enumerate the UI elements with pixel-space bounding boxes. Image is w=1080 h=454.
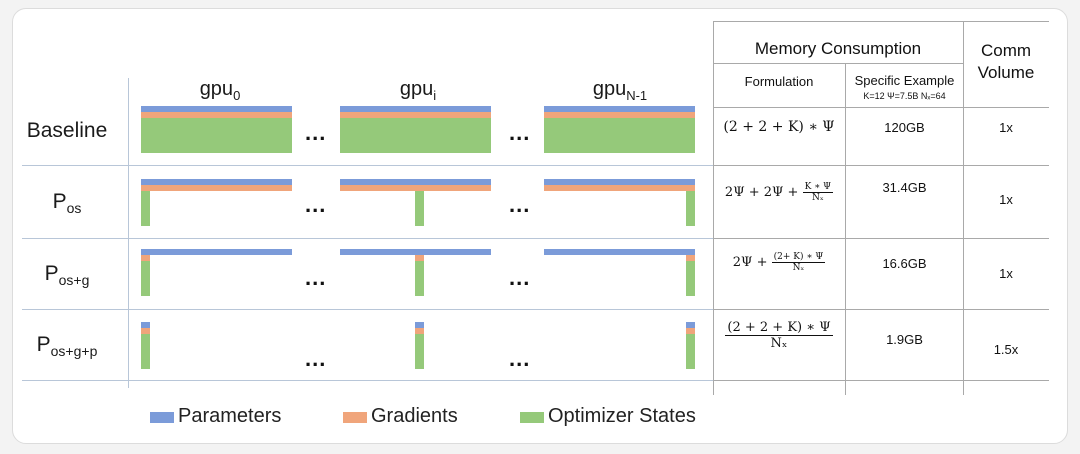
memory-posg: 16.6GB <box>882 256 927 271</box>
ellipsis: ... <box>509 192 531 217</box>
row-divider <box>22 238 714 239</box>
memory-pos: 31.4GB <box>882 180 927 195</box>
gradients-bar <box>141 112 292 118</box>
optimizer-states-bar <box>141 261 150 296</box>
optimizer-states-bar <box>686 334 695 369</box>
comm-posgp: 1.5x <box>993 342 1019 357</box>
table-border <box>713 380 1049 381</box>
comm-volume-header: Comm Volume <box>977 41 1035 82</box>
gradients-bar <box>141 328 150 334</box>
parameters-bar <box>340 179 491 185</box>
parameters-bar <box>340 249 491 255</box>
optimizer-states-bar <box>141 191 150 226</box>
optimizer-states-bar <box>340 118 491 153</box>
optimizer-states-bar <box>141 334 150 369</box>
ellipsis: ... <box>509 120 531 145</box>
parameters-legend-label: Parameters <box>178 405 282 427</box>
parameters-bar <box>141 249 292 255</box>
optimizer-states-legend-swatch <box>520 412 544 423</box>
gradients-bar <box>141 255 150 261</box>
optimizer-states-bar <box>686 191 695 226</box>
memory-baseline: 120GB <box>884 120 925 135</box>
parameters-bar <box>415 322 424 328</box>
memory-consumption-header: Memory Consumption <box>754 39 922 58</box>
formula-baseline: (2 + 2 + K) ∗ Ψ <box>723 119 835 135</box>
parameters-legend-swatch <box>150 412 174 423</box>
gradients-bar <box>340 112 491 118</box>
comm-baseline: 1x <box>999 120 1013 135</box>
ellipsis: ... <box>509 346 531 371</box>
gpu-i-header: gpui <box>399 78 437 103</box>
gradients-bar <box>141 185 292 191</box>
parameters-bar <box>340 106 491 112</box>
row-divider <box>22 380 714 381</box>
row-label-divider <box>128 78 129 388</box>
gradients-bar <box>544 112 695 118</box>
table-border <box>713 309 1049 310</box>
ellipsis: ... <box>305 192 327 217</box>
diagram-card <box>12 8 1068 444</box>
gradients-bar <box>415 255 424 261</box>
row-label-baseline: Baseline <box>26 119 108 142</box>
parameters-bar <box>544 106 695 112</box>
specific-example-header: Specific Example <box>854 73 955 88</box>
example-params: K=12 Ψ=7.5B Nₓ=64 <box>863 91 946 101</box>
row-divider <box>22 309 714 310</box>
row-label-posgp: Pos+g+p <box>36 333 98 360</box>
ellipsis: ... <box>305 120 327 145</box>
row-label-posg: Pos+g <box>44 262 90 289</box>
row-label-pos: Pos <box>52 190 82 217</box>
ellipsis: ... <box>305 346 327 371</box>
table-border <box>713 238 1049 239</box>
table-border <box>713 21 1049 22</box>
gpu-n-1-header: gpuN-1 <box>592 78 648 103</box>
gradients-legend-label: Gradients <box>371 405 458 427</box>
optimizer-states-bar <box>544 118 695 153</box>
optimizer-states-bar <box>415 261 424 296</box>
parameters-bar <box>141 179 292 185</box>
table-border <box>845 63 846 395</box>
table-border <box>963 21 964 395</box>
memory-posgp: 1.9GB <box>886 332 923 347</box>
gradients-bar <box>686 328 695 334</box>
optimizer-states-legend-label: Optimizer States <box>548 405 696 427</box>
table-border <box>713 165 1049 166</box>
optimizer-states-bar <box>415 191 424 226</box>
table-border <box>713 63 963 64</box>
row-divider <box>22 165 714 166</box>
comm-posg: 1x <box>999 266 1013 281</box>
comm-pos: 1x <box>999 192 1013 207</box>
parameters-bar <box>544 249 695 255</box>
table-border <box>713 21 714 395</box>
formulation-header: Formulation <box>744 74 814 89</box>
optimizer-states-bar <box>686 261 695 296</box>
gradients-bar <box>340 185 491 191</box>
ellipsis: ... <box>305 265 327 290</box>
optimizer-states-bar <box>415 334 424 369</box>
ellipsis: ... <box>509 265 531 290</box>
gradients-bar <box>686 255 695 261</box>
table-border <box>713 107 1049 108</box>
gradients-bar <box>544 185 695 191</box>
gpu-0-header: gpu0 <box>199 78 241 103</box>
gradients-bar <box>415 328 424 334</box>
parameters-bar <box>686 322 695 328</box>
parameters-bar <box>141 106 292 112</box>
gradients-legend-swatch <box>343 412 367 423</box>
parameters-bar <box>141 322 150 328</box>
parameters-bar <box>544 179 695 185</box>
optimizer-states-bar <box>141 118 292 153</box>
